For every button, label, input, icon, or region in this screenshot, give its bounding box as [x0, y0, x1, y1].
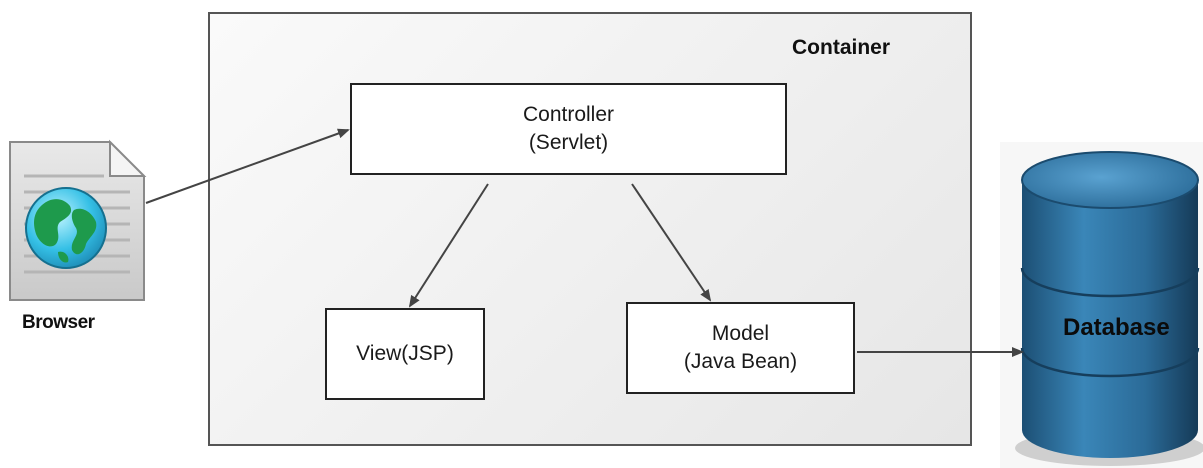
database-label: Database — [1063, 314, 1170, 341]
controller-subtitle: (Servlet) — [528, 131, 609, 154]
view-title: View(JSP) — [356, 341, 454, 365]
arrow-controller-to-view — [408, 183, 489, 308]
browser-label: Browser — [22, 312, 95, 333]
container-label: Container — [792, 36, 891, 59]
arrow-controller-to-model — [631, 183, 712, 302]
model-subtitle: (Java Bean) — [683, 350, 798, 373]
arrow-browser-to-controller — [145, 128, 350, 204]
view-node: View(JSP) — [325, 308, 485, 400]
web-page-globe-icon — [9, 139, 147, 301]
model-title: Model — [711, 321, 770, 345]
database-cylinder-icon — [1000, 142, 1203, 468]
controller-node: Controller (Servlet) — [350, 83, 787, 175]
controller-title: Controller — [522, 102, 615, 126]
model-node: Model (Java Bean) — [626, 302, 855, 394]
